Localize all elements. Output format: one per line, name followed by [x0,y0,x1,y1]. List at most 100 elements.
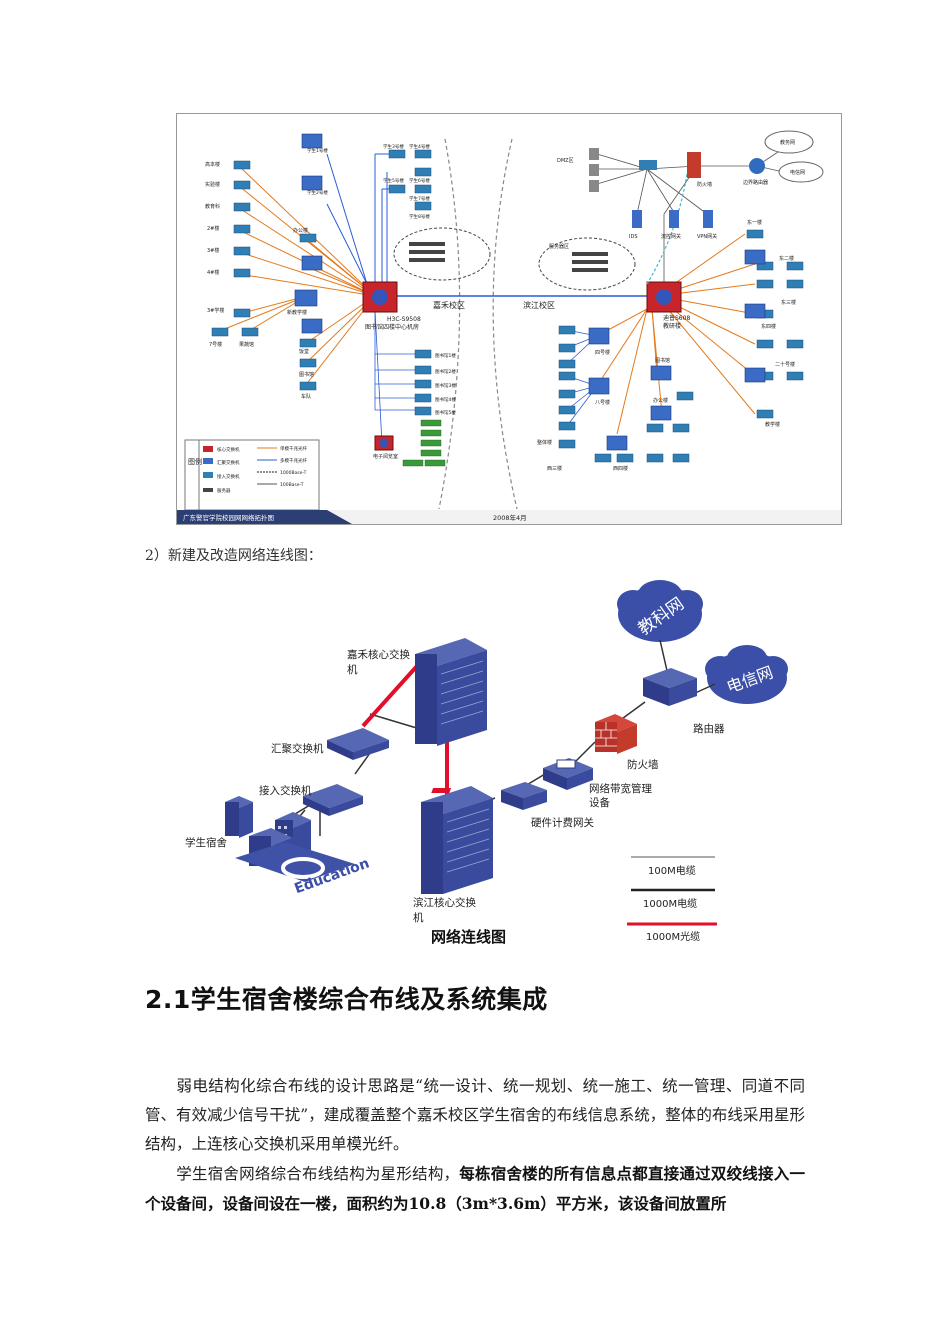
left-server-zone [393,227,491,281]
paragraph-text-plain: 学生宿舍网络综合布线结构为星形结构， [176,1165,460,1183]
svg-text:图书馆4楼: 图书馆4楼 [435,396,456,403]
svg-text:东一楼: 东一楼 [747,219,762,226]
jiahe-core-switch-icon [415,638,487,746]
library-floor-labels: 图书馆1楼 图书馆2楼 图书馆3楼 图书馆4楼 图书馆5楼 [435,352,456,416]
svg-text:100M电缆: 100M电缆 [648,864,696,877]
svg-text:教研楼: 教研楼 [663,322,681,330]
svg-text:2#楼: 2#楼 [207,225,219,232]
svg-text:网络带宽管理: 网络带宽管理 [589,782,652,795]
left-aggregation-switches [294,133,323,334]
svg-text:接入交换机: 接入交换机 [217,473,240,480]
paragraph-dorm-structure: 学生宿舍网络综合布线结构为星形结构，每栋宿舍楼的所有信息点都直接通过双绞线接入一… [145,1159,805,1219]
right-core-switch [646,281,682,313]
vpn-dashed-link [646,173,688,285]
paragraph-text-bold: 每栋宿舍楼的所有信息点都直接通过双绞线接入一个设备间，设备间设在一楼，面积约为1… [145,1164,805,1213]
svg-text:学生6号楼: 学生6号楼 [409,177,430,184]
svg-text:DMZ区: DMZ区 [557,158,574,164]
svg-text:新教学楼: 新教学楼 [287,309,307,316]
cable-legend: 100M电缆 1000M电缆 1000M光缆 [627,856,717,943]
bandwidth-manager-icon [543,758,593,790]
svg-text:实验楼: 实验楼 [205,181,220,188]
svg-text:机: 机 [347,663,358,676]
aggregation-switch-icon [327,728,389,760]
left-core-switch [362,281,398,313]
svg-text:VPN网关: VPN网关 [697,233,717,240]
dorm-switch-labels: 学生1号楼 学生2号楼 学生3号楼 学生4号楼 学生5号楼 学生6号楼 学生7号… [307,143,430,220]
edge-labels: 教务网 电信网 边界路由器 防火墙 DMZ区 IDS 流控网关 VPN网关 [557,139,805,240]
svg-text:图书馆1楼: 图书馆1楼 [435,352,456,359]
svg-text:流控网关: 流控网关 [661,233,681,240]
right-server-zone [538,237,636,291]
paragraph-text: 弱电结构化综合布线的设计思路是“统一设计、统一规划、统一施工、统一管理、同道不同… [145,1077,805,1153]
svg-text:车队: 车队 [301,393,311,400]
svg-text:教育科: 教育科 [205,203,220,210]
cloud-icon [705,645,788,704]
svg-text:电信网: 电信网 [790,169,805,176]
svg-text:西三楼: 西三楼 [547,465,562,472]
svg-text:3#学楼: 3#学楼 [207,307,224,314]
svg-text:1000M电缆: 1000M电缆 [643,897,697,910]
left-node-labels: 高本楼 实验楼 教育科 2#楼 3#楼 4#楼 3#学楼 7号楼 果蔬馆 办公楼… [205,161,314,400]
svg-text:滨江校区: 滨江校区 [523,300,555,310]
svg-text:单模千兆光纤: 单模千兆光纤 [280,445,307,452]
vpn-gateway-icon [703,210,713,228]
flow-control-icon [669,210,679,228]
dmz-switch-icon [639,160,657,170]
left-access-switches [211,149,432,416]
billing-gateway-icon [431,782,547,810]
svg-text:学生2号楼: 学生2号楼 [307,189,328,196]
svg-text:办公楼: 办公楼 [653,397,668,404]
edge-devices [589,148,765,228]
library-links [374,309,415,445]
svg-text:汇聚交换机: 汇聚交换机 [217,459,240,466]
svg-text:核心交换机: 核心交换机 [217,446,240,453]
internet-clouds [764,130,824,183]
wiring-figure: 教科网 电信网 嘉禾核心交换 机 [175,574,795,950]
ids-icon [632,210,642,228]
svg-text:八号楼: 八号楼 [595,399,610,406]
e-reading-switch [374,435,394,451]
right-fiber-links [596,233,756,435]
svg-text:接入交换机: 接入交换机 [259,784,312,797]
section-heading: 2.1学生宿舍楼综合布线及系统集成 [145,985,548,1014]
campus-topology-figure: H3C-S9508 图书馆四楼中心机房 嘉禾校区 高本楼 实验楼 教育科 2#楼… [176,113,842,525]
svg-text:网络连线图: 网络连线图 [431,928,506,946]
svg-text:整体楼: 整体楼 [537,439,552,446]
svg-text:饭堂: 饭堂 [299,348,309,355]
svg-text:1000M光缆: 1000M光缆 [646,930,700,943]
firewall-icon [687,152,701,178]
svg-text:3#楼: 3#楼 [207,247,219,254]
svg-text:四号楼: 四号楼 [595,349,610,356]
svg-text:汇聚交换机: 汇聚交换机 [271,742,324,755]
svg-text:防火墙: 防火墙 [697,181,712,188]
right-node-labels: 东一楼 东二楼 东三楼 东四楼 二十号楼 教学楼 四号楼 八号楼 办公楼 图书馆… [537,219,796,472]
svg-text:7号楼: 7号楼 [209,341,222,348]
edge-links [596,145,793,282]
cloud-icon [617,580,703,642]
svg-text:学生5号楼: 学生5号楼 [383,177,404,184]
campus-divider-right [492,138,518,510]
svg-text:东三楼: 东三楼 [781,299,796,306]
svg-text:服务器: 服务器 [217,487,231,494]
left-servers [409,242,445,262]
figure1-footer: 广东警官学院校园网网络拓扑图 2008年4月 [177,510,841,524]
legend-box: 图例 核心交换机 汇聚交换机 接入交换机 服务器 单模千兆光纤 多模千兆光纤 1… [184,439,320,511]
svg-text:学生8号楼: 学生8号楼 [409,213,430,220]
svg-text:服务器区: 服务器区 [549,243,569,250]
svg-text:1000Base-T: 1000Base-T [280,470,307,476]
svg-text:设备: 设备 [589,796,610,809]
svg-text:H3C-S9508: H3C-S9508 [387,316,421,323]
svg-text:图书馆5楼: 图书馆5楼 [435,409,456,416]
left-dorm-links [326,153,392,285]
svg-text:100Base-T: 100Base-T [280,482,304,488]
svg-text:办公楼: 办公楼 [293,227,308,234]
svg-text:学生1号楼: 学生1号楼 [307,147,328,154]
firewall-icon [595,714,637,754]
svg-text:学生3号楼: 学生3号楼 [383,143,404,150]
svg-text:果蔬馆: 果蔬馆 [239,341,254,348]
svg-text:滨江核心交换: 滨江核心交换 [413,896,476,909]
svg-text:IDS: IDS [629,234,638,240]
svg-text:学生4号楼: 学生4号楼 [409,143,430,150]
svg-text:防火墙: 防火墙 [627,758,659,771]
svg-text:教学楼: 教学楼 [765,421,780,428]
